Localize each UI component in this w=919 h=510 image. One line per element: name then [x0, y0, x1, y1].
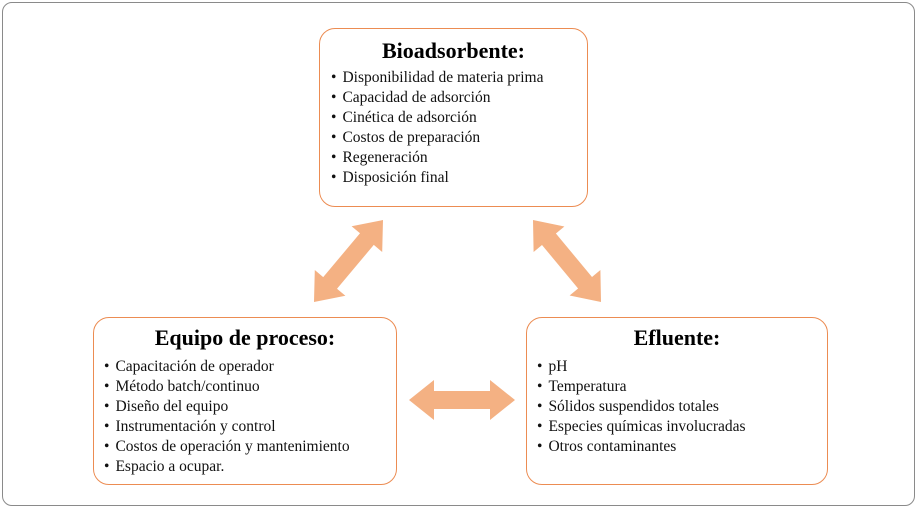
- node-equipo-de-proceso: Equipo de proceso: Capacitación de opera…: [93, 317, 397, 485]
- node-equipo-title: Equipo de proceso:: [154, 325, 336, 350]
- node-bioadsorbente-list: Disponibilidad de materia prima Capacida…: [331, 68, 587, 188]
- list-item: Capacitación de operador: [104, 357, 396, 377]
- list-item: Otros contaminantes: [537, 437, 827, 457]
- list-item: Cinética de adsorción: [331, 108, 587, 128]
- list-item: Instrumentación y control: [104, 417, 396, 437]
- list-item: Costos de preparación: [331, 128, 587, 148]
- list-item: Regeneración: [331, 148, 587, 168]
- list-item: pH: [537, 357, 827, 377]
- node-bioadsorbente: Bioadsorbente: Disponibilidad de materia…: [319, 28, 588, 207]
- list-item: Espacio a ocupar.: [104, 457, 396, 477]
- node-bioadsorbente-title: Bioadsorbente:: [382, 38, 525, 63]
- list-item: Método batch/continuo: [104, 377, 396, 397]
- list-item: Sólidos suspendidos totales: [537, 397, 827, 417]
- list-item: Costos de operación y mantenimiento: [104, 437, 396, 457]
- list-item: Temperatura: [537, 377, 827, 397]
- node-efluente-list: pH Temperatura Sólidos suspendidos total…: [537, 357, 827, 457]
- list-item: Disposición final: [331, 168, 587, 188]
- list-item: Especies químicas involucradas: [537, 417, 827, 437]
- arrow-equipo-efluente: [409, 380, 515, 420]
- arrow-bioadsorbente-equipo: [314, 220, 383, 302]
- list-item: Disponibilidad de materia prima: [331, 68, 587, 88]
- list-item: Capacidad de adsorción: [331, 88, 587, 108]
- list-item: Diseño del equipo: [104, 397, 396, 417]
- node-efluente: Efluente: pH Temperatura Sólidos suspend…: [526, 317, 828, 485]
- arrow-bioadsorbente-efluente: [533, 220, 601, 302]
- node-efluente-title: Efluente:: [633, 325, 721, 350]
- node-equipo-list: Capacitación de operador Método batch/co…: [104, 357, 396, 477]
